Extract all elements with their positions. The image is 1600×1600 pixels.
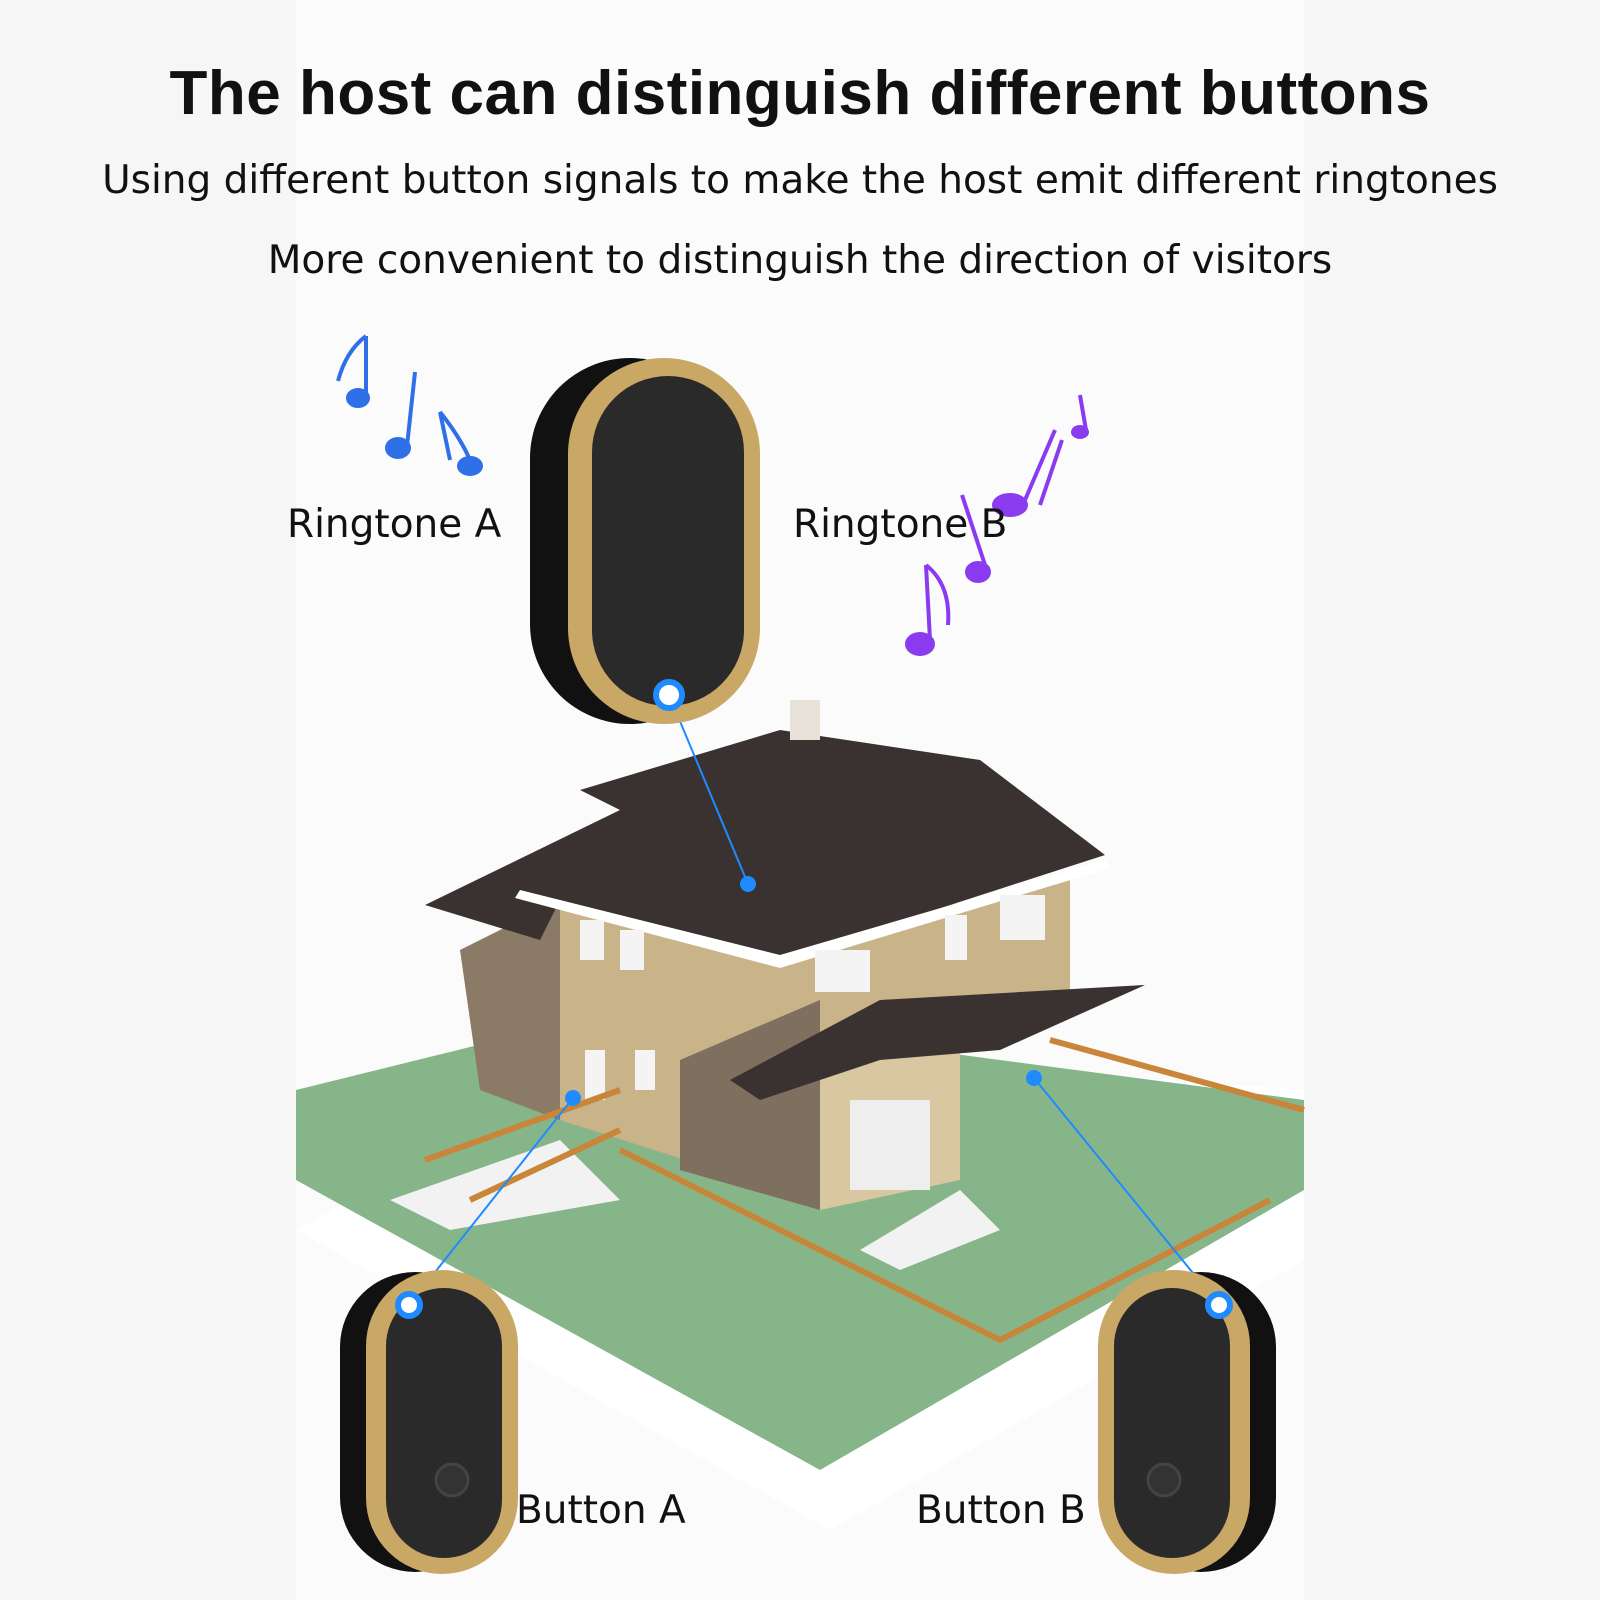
signal-point-host bbox=[740, 876, 756, 892]
music-notes-a-icon bbox=[336, 334, 483, 476]
button-a-label: Button A bbox=[516, 1488, 686, 1533]
ringtone-a-label: Ringtone A bbox=[287, 502, 502, 547]
signal-point-b bbox=[1026, 1070, 1042, 1086]
house-icon bbox=[425, 700, 1145, 1210]
signal-point-a bbox=[565, 1090, 581, 1106]
subtitle-ringtones: Using different button signals to make t… bbox=[102, 158, 1498, 203]
doorbell-button-a bbox=[340, 1270, 518, 1574]
button-b-label: Button B bbox=[916, 1488, 1086, 1533]
doorbell-host bbox=[530, 358, 760, 724]
page-title: The host can distinguish different butto… bbox=[169, 59, 1431, 128]
ringtone-b-label: Ringtone B bbox=[793, 502, 1008, 547]
subtitle-direction: More convenient to distinguish the direc… bbox=[267, 238, 1333, 283]
fence bbox=[423, 1037, 1305, 1344]
music-notes-b-icon bbox=[905, 394, 1089, 656]
doorbell-button-b bbox=[1098, 1270, 1276, 1574]
